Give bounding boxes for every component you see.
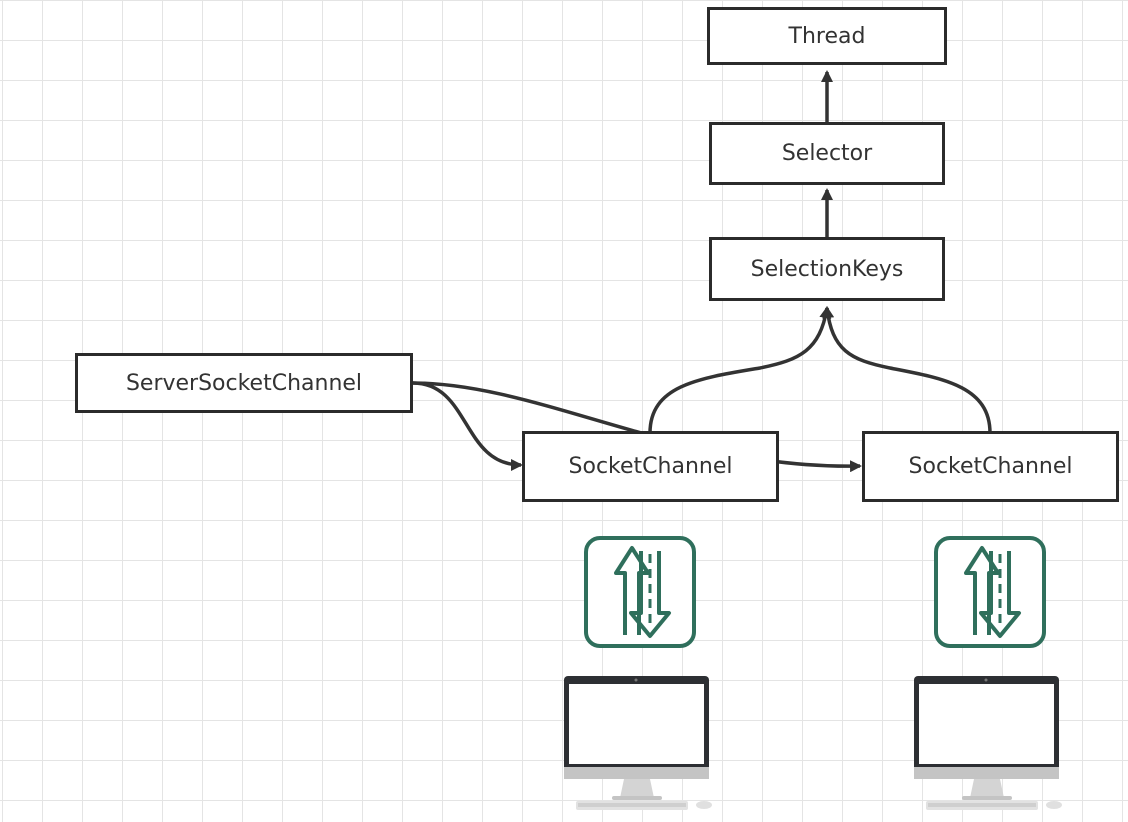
selection-keys-label: SelectionKeys <box>750 256 904 282</box>
selector-node[interactable]: Selector <box>709 122 945 185</box>
edge-server-to-socketchannel-right <box>412 381 862 473</box>
socket-channel-left-label: SocketChannel <box>568 454 733 479</box>
thread-label: Thread <box>788 23 866 49</box>
desktop-computer-icon <box>914 676 1062 810</box>
edge-socketchannel-left-to-selectionkeys <box>648 306 832 434</box>
selector-label: Selector <box>781 141 873 166</box>
transfer-arrows-icon <box>584 536 696 648</box>
desktop-computer-icon <box>564 676 712 810</box>
thread-node[interactable]: Thread <box>707 7 947 65</box>
server-socket-channel-label: ServerSocketChannel <box>125 370 363 396</box>
socket-channel-right-node[interactable]: SocketChannel <box>862 431 1119 502</box>
server-socket-channel-node[interactable]: ServerSocketChannel <box>75 353 413 413</box>
edge-socketchannel-right-to-selectionkeys <box>822 306 992 434</box>
transfer-arrows-icon <box>934 536 1046 648</box>
edge-server-to-socketchannel-left <box>412 381 523 471</box>
socket-channel-right-label: SocketChannel <box>908 454 1073 479</box>
socket-channel-left-node[interactable]: SocketChannel <box>522 431 779 502</box>
selection-keys-node[interactable]: SelectionKeys <box>709 237 945 301</box>
